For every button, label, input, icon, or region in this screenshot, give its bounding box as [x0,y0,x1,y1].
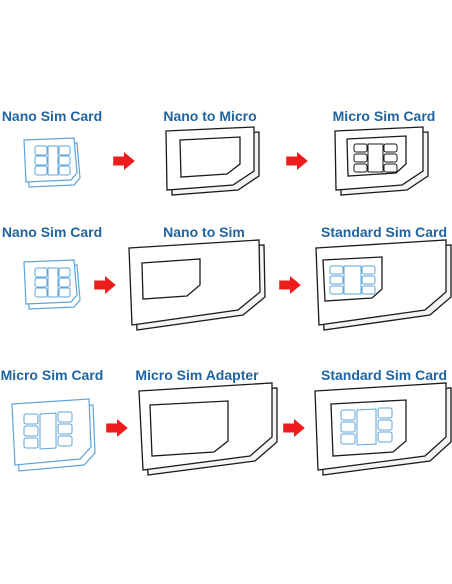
row1-micro-sim-card-image [334,126,429,196]
row3-standard-chip-icon [340,407,393,446]
row3-arrow-2-icon [283,419,305,437]
row2-standard-sim-card-image [315,239,452,331]
row2-label-standard-sim-card: Standard Sim Card [320,224,448,240]
row2-label-nano-sim-card: Nano Sim Card [1,224,103,240]
row1-arrow-1-icon [113,152,135,170]
row2-arrow-2-icon [279,276,301,294]
row1-nano-to-micro-adapter-image [165,126,260,196]
row1-arrow-2-icon [286,152,308,170]
row3-micro-sim-card-image [11,398,96,472]
row2-nano-to-sim-adapter-image [128,239,266,331]
row3-label-micro-sim-card: Micro Sim Card [0,367,104,383]
row2-standard-chip-icon [329,265,376,295]
row3-micro-chip-icon [23,411,73,450]
row1-nano-sim-card-image [23,137,81,188]
row1-nano-chip-icon [34,145,71,176]
row2-nano-sim-card-image [23,259,81,310]
row1-label-nano-sim-card: Nano Sim Card [1,108,103,124]
row3-label-standard-sim-card: Standard Sim Card [320,367,448,383]
row1-label-nano-to-micro: Nano to Micro [163,108,257,124]
row1-label-micro-sim-card: Micro Sim Card [332,108,436,124]
row2-nano-chip-icon [34,267,71,298]
row2-arrow-1-icon [94,276,116,294]
row3-standard-sim-card-image [314,382,452,476]
row3-micro-sim-adapter-image [138,382,278,476]
row3-arrow-1-icon [106,419,128,437]
row2-label-nano-to-sim: Nano to Sim [163,224,245,240]
row3-label-micro-sim-adapter: Micro Sim Adapter [135,367,259,383]
row1-micro-chip-icon [353,143,398,173]
